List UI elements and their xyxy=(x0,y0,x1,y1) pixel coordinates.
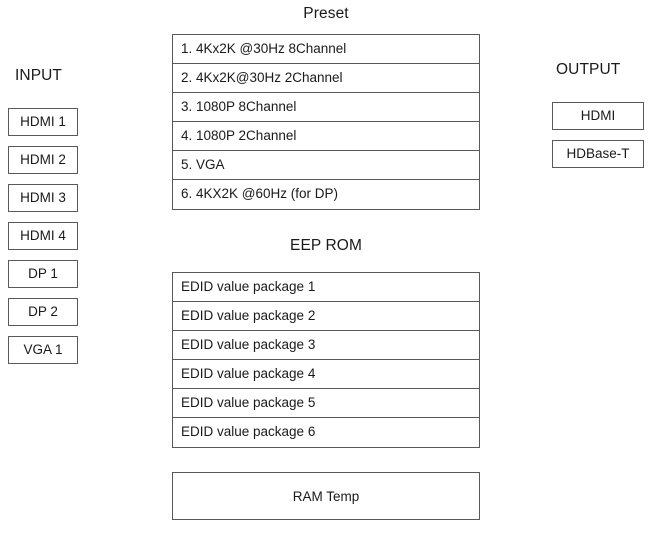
preset-row[interactable]: 1. 4Kx2K @30Hz 8Channel xyxy=(173,35,479,64)
input-port-dp-2[interactable]: DP 2 xyxy=(8,298,78,326)
input-port-hdmi-1[interactable]: HDMI 1 xyxy=(8,108,78,136)
output-port-hdmi[interactable]: HDMI xyxy=(552,102,644,130)
eeprom-section-title: EEP ROM xyxy=(290,237,362,254)
input-port-vga-1[interactable]: VGA 1 xyxy=(8,336,78,364)
preset-row[interactable]: 5. VGA xyxy=(173,151,479,180)
preset-section-title: Preset xyxy=(303,5,349,22)
ram-temp-box[interactable]: RAM Temp xyxy=(172,472,480,520)
input-port-dp-1[interactable]: DP 1 xyxy=(8,260,78,288)
preset-row[interactable]: 3. 1080P 8Channel xyxy=(173,93,479,122)
eeprom-row[interactable]: EDID value package 5 xyxy=(173,389,479,418)
eeprom-table: EDID value package 1 EDID value package … xyxy=(172,272,480,448)
preset-table: 1. 4Kx2K @30Hz 8Channel 2. 4Kx2K@30Hz 2C… xyxy=(172,34,480,210)
eeprom-row[interactable]: EDID value package 1 xyxy=(173,273,479,302)
eeprom-row[interactable]: EDID value package 4 xyxy=(173,360,479,389)
output-port-hdbase-t[interactable]: HDBase-T xyxy=(552,140,644,168)
preset-row[interactable]: 4. 1080P 2Channel xyxy=(173,122,479,151)
preset-row[interactable]: 6. 4KX2K @60Hz (for DP) xyxy=(181,186,339,201)
eeprom-row[interactable]: EDID value package 3 xyxy=(173,331,479,360)
input-port-hdmi-2[interactable]: HDMI 2 xyxy=(8,146,78,174)
eeprom-row[interactable]: EDID value package 6 xyxy=(181,424,316,439)
input-section-label: INPUT xyxy=(15,67,62,84)
output-section-label: OUTPUT xyxy=(556,61,621,78)
input-port-hdmi-4[interactable]: HDMI 4 xyxy=(8,222,78,250)
input-port-hdmi-3[interactable]: HDMI 3 xyxy=(8,184,78,212)
preset-row[interactable]: 2. 4Kx2K@30Hz 2Channel xyxy=(173,64,479,93)
eeprom-row[interactable]: EDID value package 2 xyxy=(173,302,479,331)
